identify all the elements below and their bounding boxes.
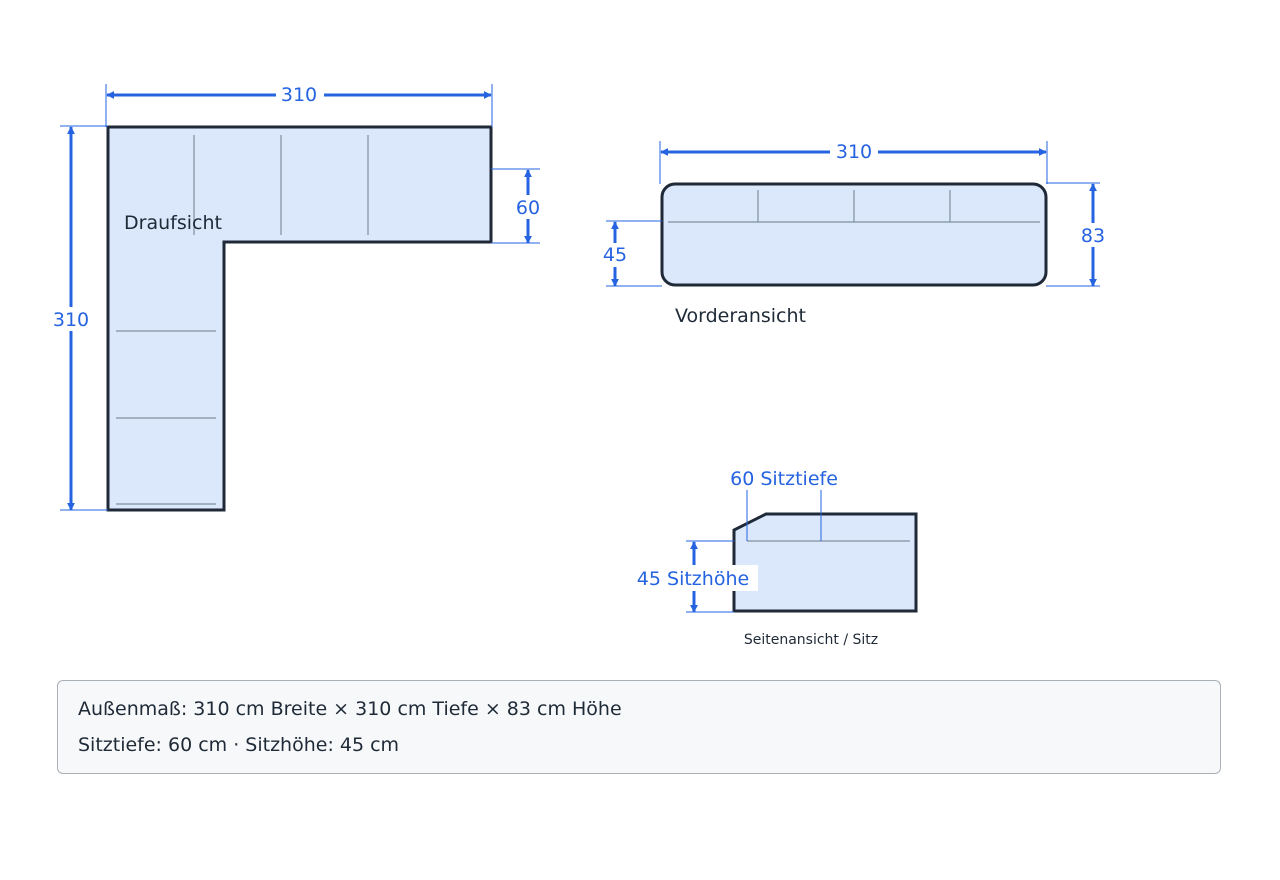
top-view-seams (116, 135, 369, 505)
side-view-seat-height-value: 45 Sitzhöhe (637, 568, 749, 590)
side-view-seat-depth-value: 60 Sitztiefe (730, 468, 838, 490)
summary-seat-dimensions: Sitztiefe: 60 cm · Sitzhöhe: 45 cm (78, 734, 400, 756)
top-view-arm-value: 60 (516, 197, 540, 219)
top-view-outline (106, 125, 493, 512)
front-view-label: Vorderansicht (675, 305, 806, 327)
top-view: Draufsicht 310 310 60 (50, 84, 544, 512)
top-view-depth-dimension: 310 (50, 125, 108, 511)
side-view: 60 Sitztiefe 45 Sitzhöhe Seitenansicht /… (632, 466, 918, 648)
front-view: Vorderansicht 310 83 45 (600, 141, 1108, 327)
side-view-outline (732, 512, 918, 613)
front-view-width-value: 310 (836, 141, 872, 163)
side-view-seat-height-dimension: 45 Sitzhöhe (632, 540, 758, 613)
front-view-seat-height-value: 45 (603, 244, 627, 266)
top-view-label: Draufsicht (124, 212, 222, 234)
front-view-width-dimension: 310 (659, 141, 1048, 184)
summary-outer-dimensions: Außenmaß: 310 cm Breite × 310 cm Tiefe ×… (78, 698, 622, 720)
top-view-depth-value: 310 (53, 309, 89, 331)
front-view-seat-height-dimension: 45 (600, 220, 662, 287)
side-view-seat-depth-dimension: 60 Sitztiefe (724, 466, 844, 541)
top-view-width-value: 310 (281, 84, 317, 106)
front-view-seams (668, 190, 1040, 223)
front-view-height-value: 83 (1081, 225, 1105, 247)
top-view-arm-dimension: 60 (491, 168, 544, 244)
top-view-width-dimension: 310 (105, 84, 493, 127)
side-view-label: Seitenansicht / Sitz (744, 632, 878, 648)
dimension-summary-box: Außenmaß: 310 cm Breite × 310 cm Tiefe ×… (57, 680, 1221, 774)
front-view-height-dimension: 83 (1046, 182, 1108, 287)
